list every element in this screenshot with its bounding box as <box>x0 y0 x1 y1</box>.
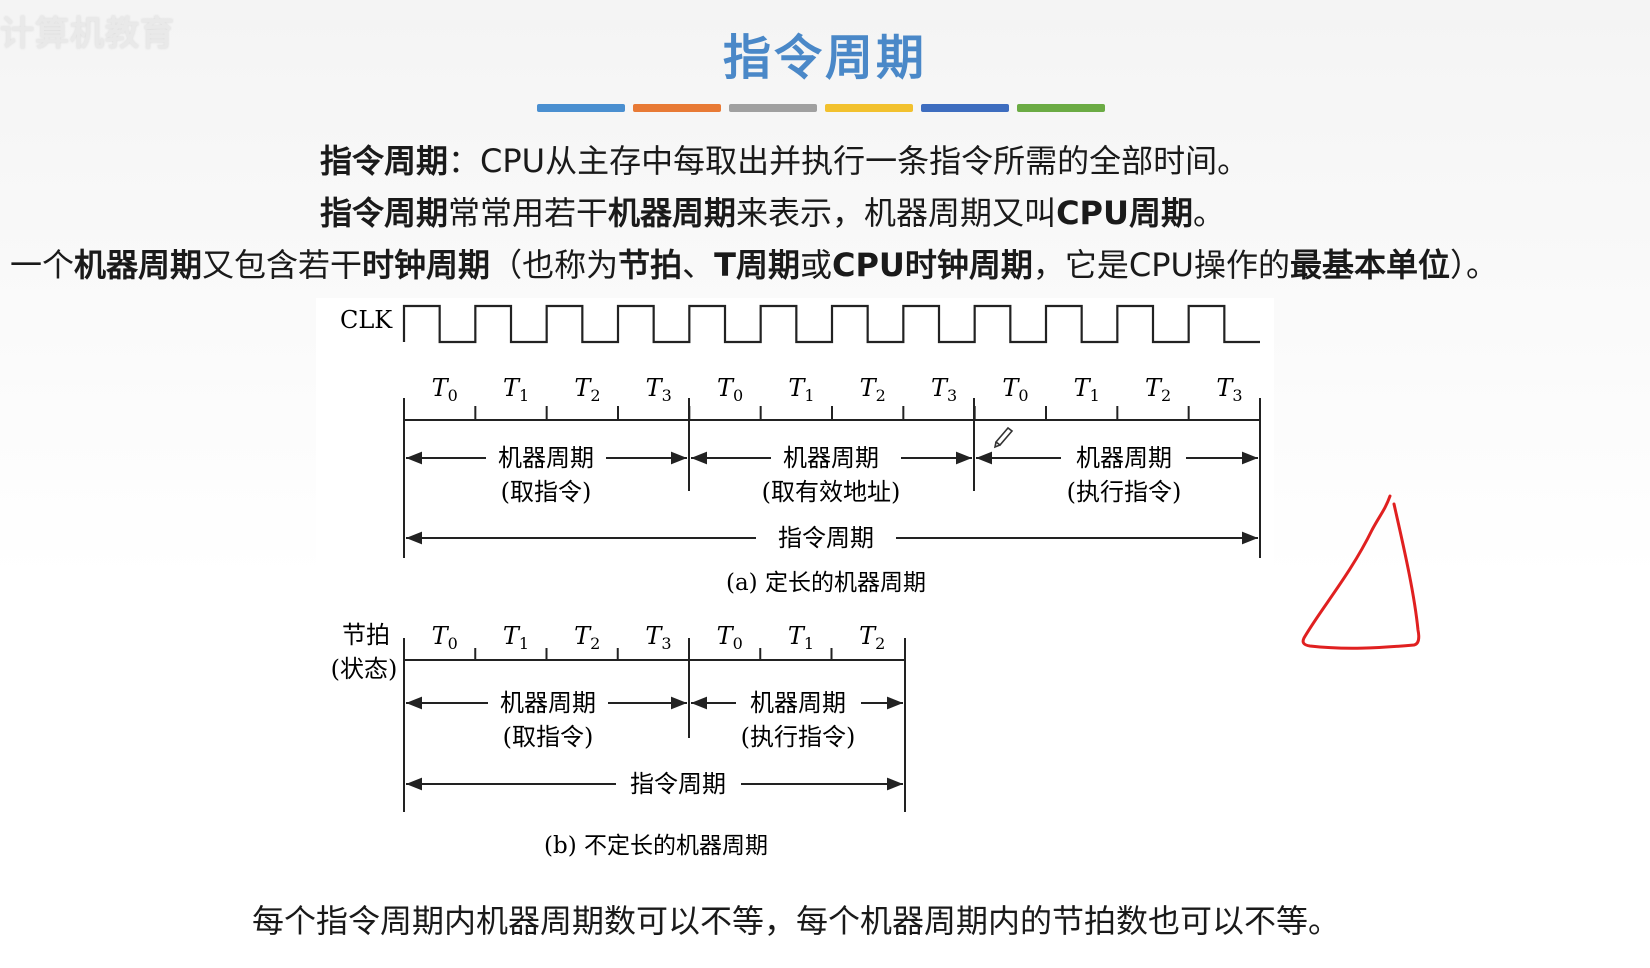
t-label: T3 <box>645 622 671 653</box>
t-label: T0 <box>1002 374 1028 405</box>
clk-label: CLK <box>340 306 393 334</box>
t-label: T2 <box>574 622 600 653</box>
t-label: T3 <box>646 374 672 405</box>
t-label: T1 <box>1074 374 1100 405</box>
machine-cycle-label: 机器周期 <box>498 444 594 472</box>
text: ）。 <box>1450 246 1499 284</box>
machine-cycle-label: 机器周期 <box>1076 444 1172 472</box>
term: 最基本单位 <box>1289 246 1450 284</box>
beat-label: 节拍 <box>342 621 390 649</box>
machine-cycle-desc: (取指令) <box>501 478 592 506</box>
text: 、 <box>682 246 715 284</box>
instruction-cycle-label: 指令周期 <box>630 770 726 798</box>
t-label: T2 <box>859 622 885 653</box>
machine-cycle-label: 机器周期 <box>500 689 596 717</box>
term: 指令周期 <box>320 194 449 232</box>
t-label: T0 <box>432 374 458 405</box>
t-label: T2 <box>574 374 600 405</box>
accent-bar-1 <box>537 104 625 112</box>
text: 又包含若干 <box>202 246 363 284</box>
accent-bar-2 <box>633 104 721 112</box>
diagram-variable-length: 节拍 (状态) T0 T1 T2 T3 T0 T1 T2 机器周期 (取指令) 机器周期 (… <box>331 621 906 859</box>
machine-cycle-label: 机器周期 <box>750 689 846 717</box>
text: 来表示，机器周期又叫 <box>736 194 1057 232</box>
machine-cycle-desc: (取有效地址) <box>762 478 901 506</box>
text: 常常用若干 <box>448 194 609 232</box>
t-label: T2 <box>860 374 886 405</box>
accent-bar-6 <box>1017 104 1105 112</box>
accent-bar-4 <box>825 104 913 112</box>
definition-line-1: 指令周期：CPU从主存中每取出并执行一条指令所需的全部时间。 <box>320 136 1249 182</box>
machine-cycle-label: 机器周期 <box>783 444 879 472</box>
text: 一个 <box>10 246 75 284</box>
t-label: T1 <box>503 374 529 405</box>
figure-caption-b: (b) 不定长的机器周期 <box>544 833 768 859</box>
accent-bars <box>537 104 1105 112</box>
watermark-logo: 计算机教育 <box>0 14 175 54</box>
term: CPU时钟周期 <box>831 246 1033 284</box>
t-label: T1 <box>503 622 529 653</box>
accent-bar-5 <box>921 104 1009 112</box>
machine-cycle-desc: (执行指令) <box>741 723 856 751</box>
definition-text: ：CPU从主存中每取出并执行一条指令所需的全部时间。 <box>448 142 1250 180</box>
term: 节拍 <box>618 246 683 284</box>
term: T周期 <box>714 246 800 284</box>
term: 机器周期 <box>608 194 737 232</box>
t-label: T1 <box>788 622 814 653</box>
t-label: T3 <box>931 374 957 405</box>
text: ，它是CPU操作的 <box>1032 246 1290 284</box>
machine-cycle-desc: (执行指令) <box>1067 478 1182 506</box>
t-label: T0 <box>717 622 743 653</box>
text: 。 <box>1193 194 1226 232</box>
t-label: T2 <box>1145 374 1171 405</box>
t-label: T0 <box>717 374 743 405</box>
t-label: T1 <box>788 374 814 405</box>
machine-cycle-desc: (取指令) <box>503 723 594 751</box>
hand-drawn-triangle-annotation <box>1301 494 1421 650</box>
t-labels-a: T0 T1 T2 T3 T0 T1 T2 T3 T0 T1 T2 T3 <box>432 374 1243 420</box>
text: 或 <box>799 246 832 284</box>
pencil-cursor-icon <box>993 426 1014 449</box>
definition-line-2: 指令周期常常用若干机器周期来表示，机器周期又叫CPU周期。 <box>320 188 1225 234</box>
beat-label-state: (状态) <box>331 655 398 683</box>
term: CPU周期 <box>1056 194 1193 232</box>
t-label: T0 <box>432 622 458 653</box>
term: 时钟周期 <box>362 246 491 284</box>
clock-waveform <box>402 304 1260 344</box>
figure-caption-a: (a) 定长的机器周期 <box>726 570 926 596</box>
bottom-note: 每个指令周期内机器周期数可以不等，每个机器周期内的节拍数也可以不等。 <box>252 902 1341 940</box>
text: （也称为 <box>490 246 619 284</box>
term: 机器周期 <box>74 246 203 284</box>
accent-bar-3 <box>729 104 817 112</box>
instruction-cycle-label: 指令周期 <box>778 524 874 552</box>
term-instruction-cycle: 指令周期 <box>320 142 449 180</box>
t-labels-b: T0 T1 T2 T3 T0 T1 T2 <box>432 622 885 660</box>
slide-title: 指令周期 <box>722 30 927 86</box>
t-label: T3 <box>1216 374 1242 405</box>
definition-line-3: 一个机器周期又包含若干时钟周期（也称为节拍、T周期或CPU时钟周期，它是CPU操… <box>10 240 1498 286</box>
